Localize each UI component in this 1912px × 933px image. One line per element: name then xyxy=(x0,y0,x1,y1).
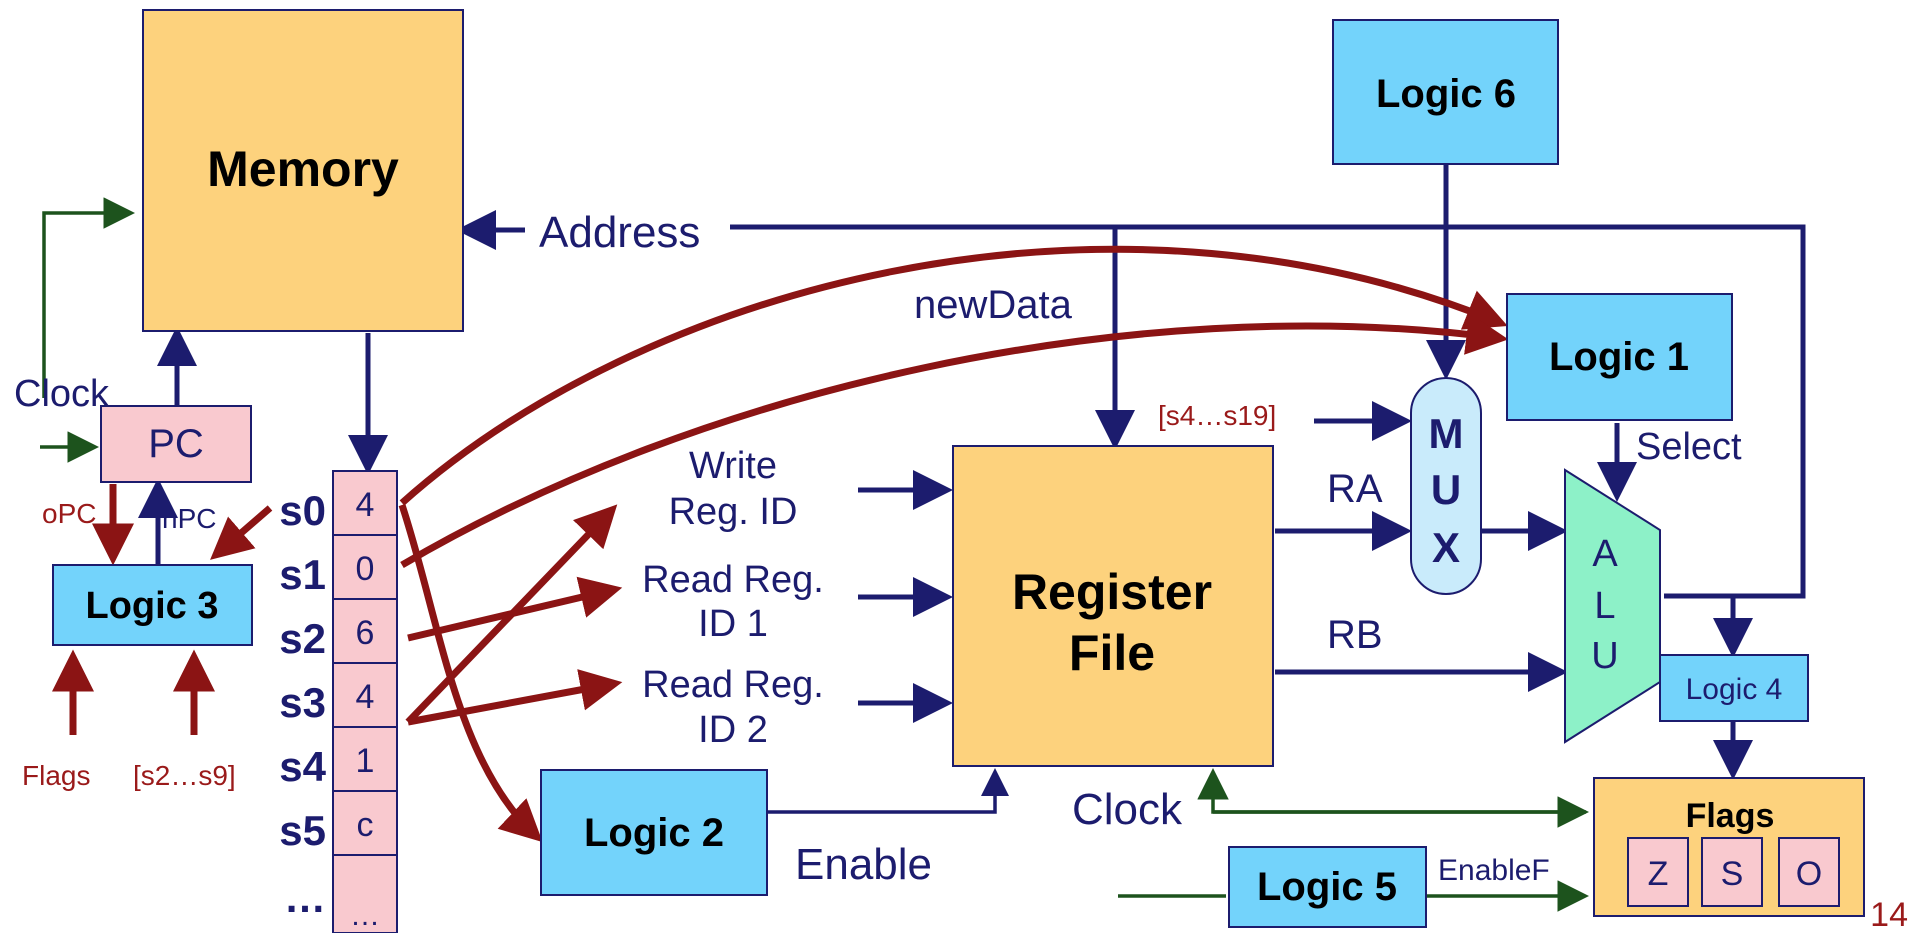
write-reg-id-label-1: Write xyxy=(689,445,777,487)
memory-clock-wire xyxy=(42,197,135,398)
enable-label: Enable xyxy=(795,840,932,889)
write-reg-id-label-2: Reg. ID xyxy=(669,491,798,533)
read-reg-id2-label-1: Read Reg. xyxy=(642,664,824,706)
flag-o-box xyxy=(1778,837,1840,907)
s1-to-logic1-wire xyxy=(400,313,1509,569)
opc-label: oPC xyxy=(42,498,96,529)
address-label: Address xyxy=(539,208,700,257)
flag-s: S xyxy=(1721,855,1744,893)
clock-bottom-label: Clock xyxy=(1072,785,1183,834)
navy-wires xyxy=(138,165,1806,814)
pc-label: PC xyxy=(148,422,204,466)
address-label-bg xyxy=(532,205,724,255)
slot-box-s4 xyxy=(332,726,398,792)
logic5-block xyxy=(1228,846,1427,928)
s0-to-logic1-wire xyxy=(399,245,1508,506)
red-wires xyxy=(52,245,1509,843)
npc-label: nPC xyxy=(162,503,216,534)
slot-reg-more: … xyxy=(284,874,326,921)
mux-letter-m: M xyxy=(1429,410,1464,457)
clock-left-label: Clock xyxy=(14,373,110,415)
slot-reg-s1: s1 xyxy=(279,551,326,598)
memory-label: Memory xyxy=(207,141,399,197)
flags-in-label: Flags xyxy=(22,760,90,791)
flag-z-box xyxy=(1627,837,1689,907)
s3-to-read-reg2-wire xyxy=(407,669,623,726)
instruction-slots: 4 s0 0 s1 6 s2 4 s3 1 s4 c s5 … … xyxy=(279,470,398,933)
slot-reg-s0: s0 xyxy=(279,487,326,534)
logic4-block xyxy=(1659,654,1809,722)
logic2-block xyxy=(540,769,768,896)
regfile-clock-wire xyxy=(1197,768,1586,814)
slot-box-s0 xyxy=(332,470,398,536)
logic2-label: Logic 2 xyxy=(584,811,724,855)
slot-value-s1: 0 xyxy=(356,550,375,588)
flag-z: Z xyxy=(1648,855,1669,893)
s0-to-logic2-wire xyxy=(398,503,543,843)
alu-letter-u: U xyxy=(1591,635,1618,677)
s2s9-to-logic3-wire xyxy=(210,505,273,560)
register-file-label-line1: Register xyxy=(1012,564,1212,620)
mux-letter-u: U xyxy=(1431,466,1461,513)
ra-label: RA xyxy=(1327,467,1383,511)
flags-label: Flags xyxy=(1686,797,1775,835)
memory-block xyxy=(142,9,464,332)
logic4-label: Logic 4 xyxy=(1686,673,1783,706)
logic3-block xyxy=(52,564,253,646)
logic3-label: Logic 3 xyxy=(85,585,218,627)
slot-box-s3 xyxy=(332,662,398,728)
logic1-block xyxy=(1506,293,1733,421)
flag-s-box xyxy=(1701,837,1763,907)
read-reg-id1-label-2: ID 1 xyxy=(698,603,768,645)
pc-block xyxy=(100,405,252,483)
slot-value-s2: 6 xyxy=(356,614,375,652)
slot-value-s5: c xyxy=(357,806,374,844)
enable-wire xyxy=(768,768,1009,814)
slot-reg-s5: s5 xyxy=(279,807,326,854)
mux-block xyxy=(1410,377,1482,595)
s4-s19-label: [s4…s19] xyxy=(1158,400,1276,431)
page-number: 14 xyxy=(1870,896,1908,933)
newdata-label: newData xyxy=(914,283,1073,327)
enablef-label: EnableF xyxy=(1438,854,1550,887)
s3-to-write-reg-wire xyxy=(405,504,618,725)
alu-letter-l: L xyxy=(1594,585,1615,627)
mux-letter-x: X xyxy=(1432,524,1460,571)
logic5-label: Logic 5 xyxy=(1257,865,1397,909)
slot-box-more xyxy=(332,854,398,933)
register-file-block xyxy=(952,445,1274,767)
slot-value-s3: 4 xyxy=(356,678,375,716)
alu-letter-a: A xyxy=(1592,533,1618,575)
logic1-label: Logic 1 xyxy=(1549,335,1689,379)
logic6-label: Logic 6 xyxy=(1376,72,1516,116)
s2-s9-label: [s2…s9] xyxy=(133,760,236,791)
slot-value-s0: 4 xyxy=(356,486,375,524)
rb-label: RB xyxy=(1327,613,1383,657)
slot-box-s5 xyxy=(332,790,398,856)
read-reg-id1-label-1: Read Reg. xyxy=(642,559,824,601)
slot-value-more: … xyxy=(350,899,380,932)
flag-o: O xyxy=(1796,855,1822,893)
slot-reg-s2: s2 xyxy=(279,615,326,662)
read-reg-id2-label-2: ID 2 xyxy=(698,709,768,751)
logic6-block xyxy=(1332,19,1559,165)
green-wires xyxy=(40,197,1589,912)
slot-value-s4: 1 xyxy=(356,742,375,780)
register-file-label-line2: File xyxy=(1069,625,1155,681)
slot-reg-s3: s3 xyxy=(279,679,326,726)
slot-reg-s4: s4 xyxy=(279,743,326,790)
select-label: Select xyxy=(1636,426,1742,468)
